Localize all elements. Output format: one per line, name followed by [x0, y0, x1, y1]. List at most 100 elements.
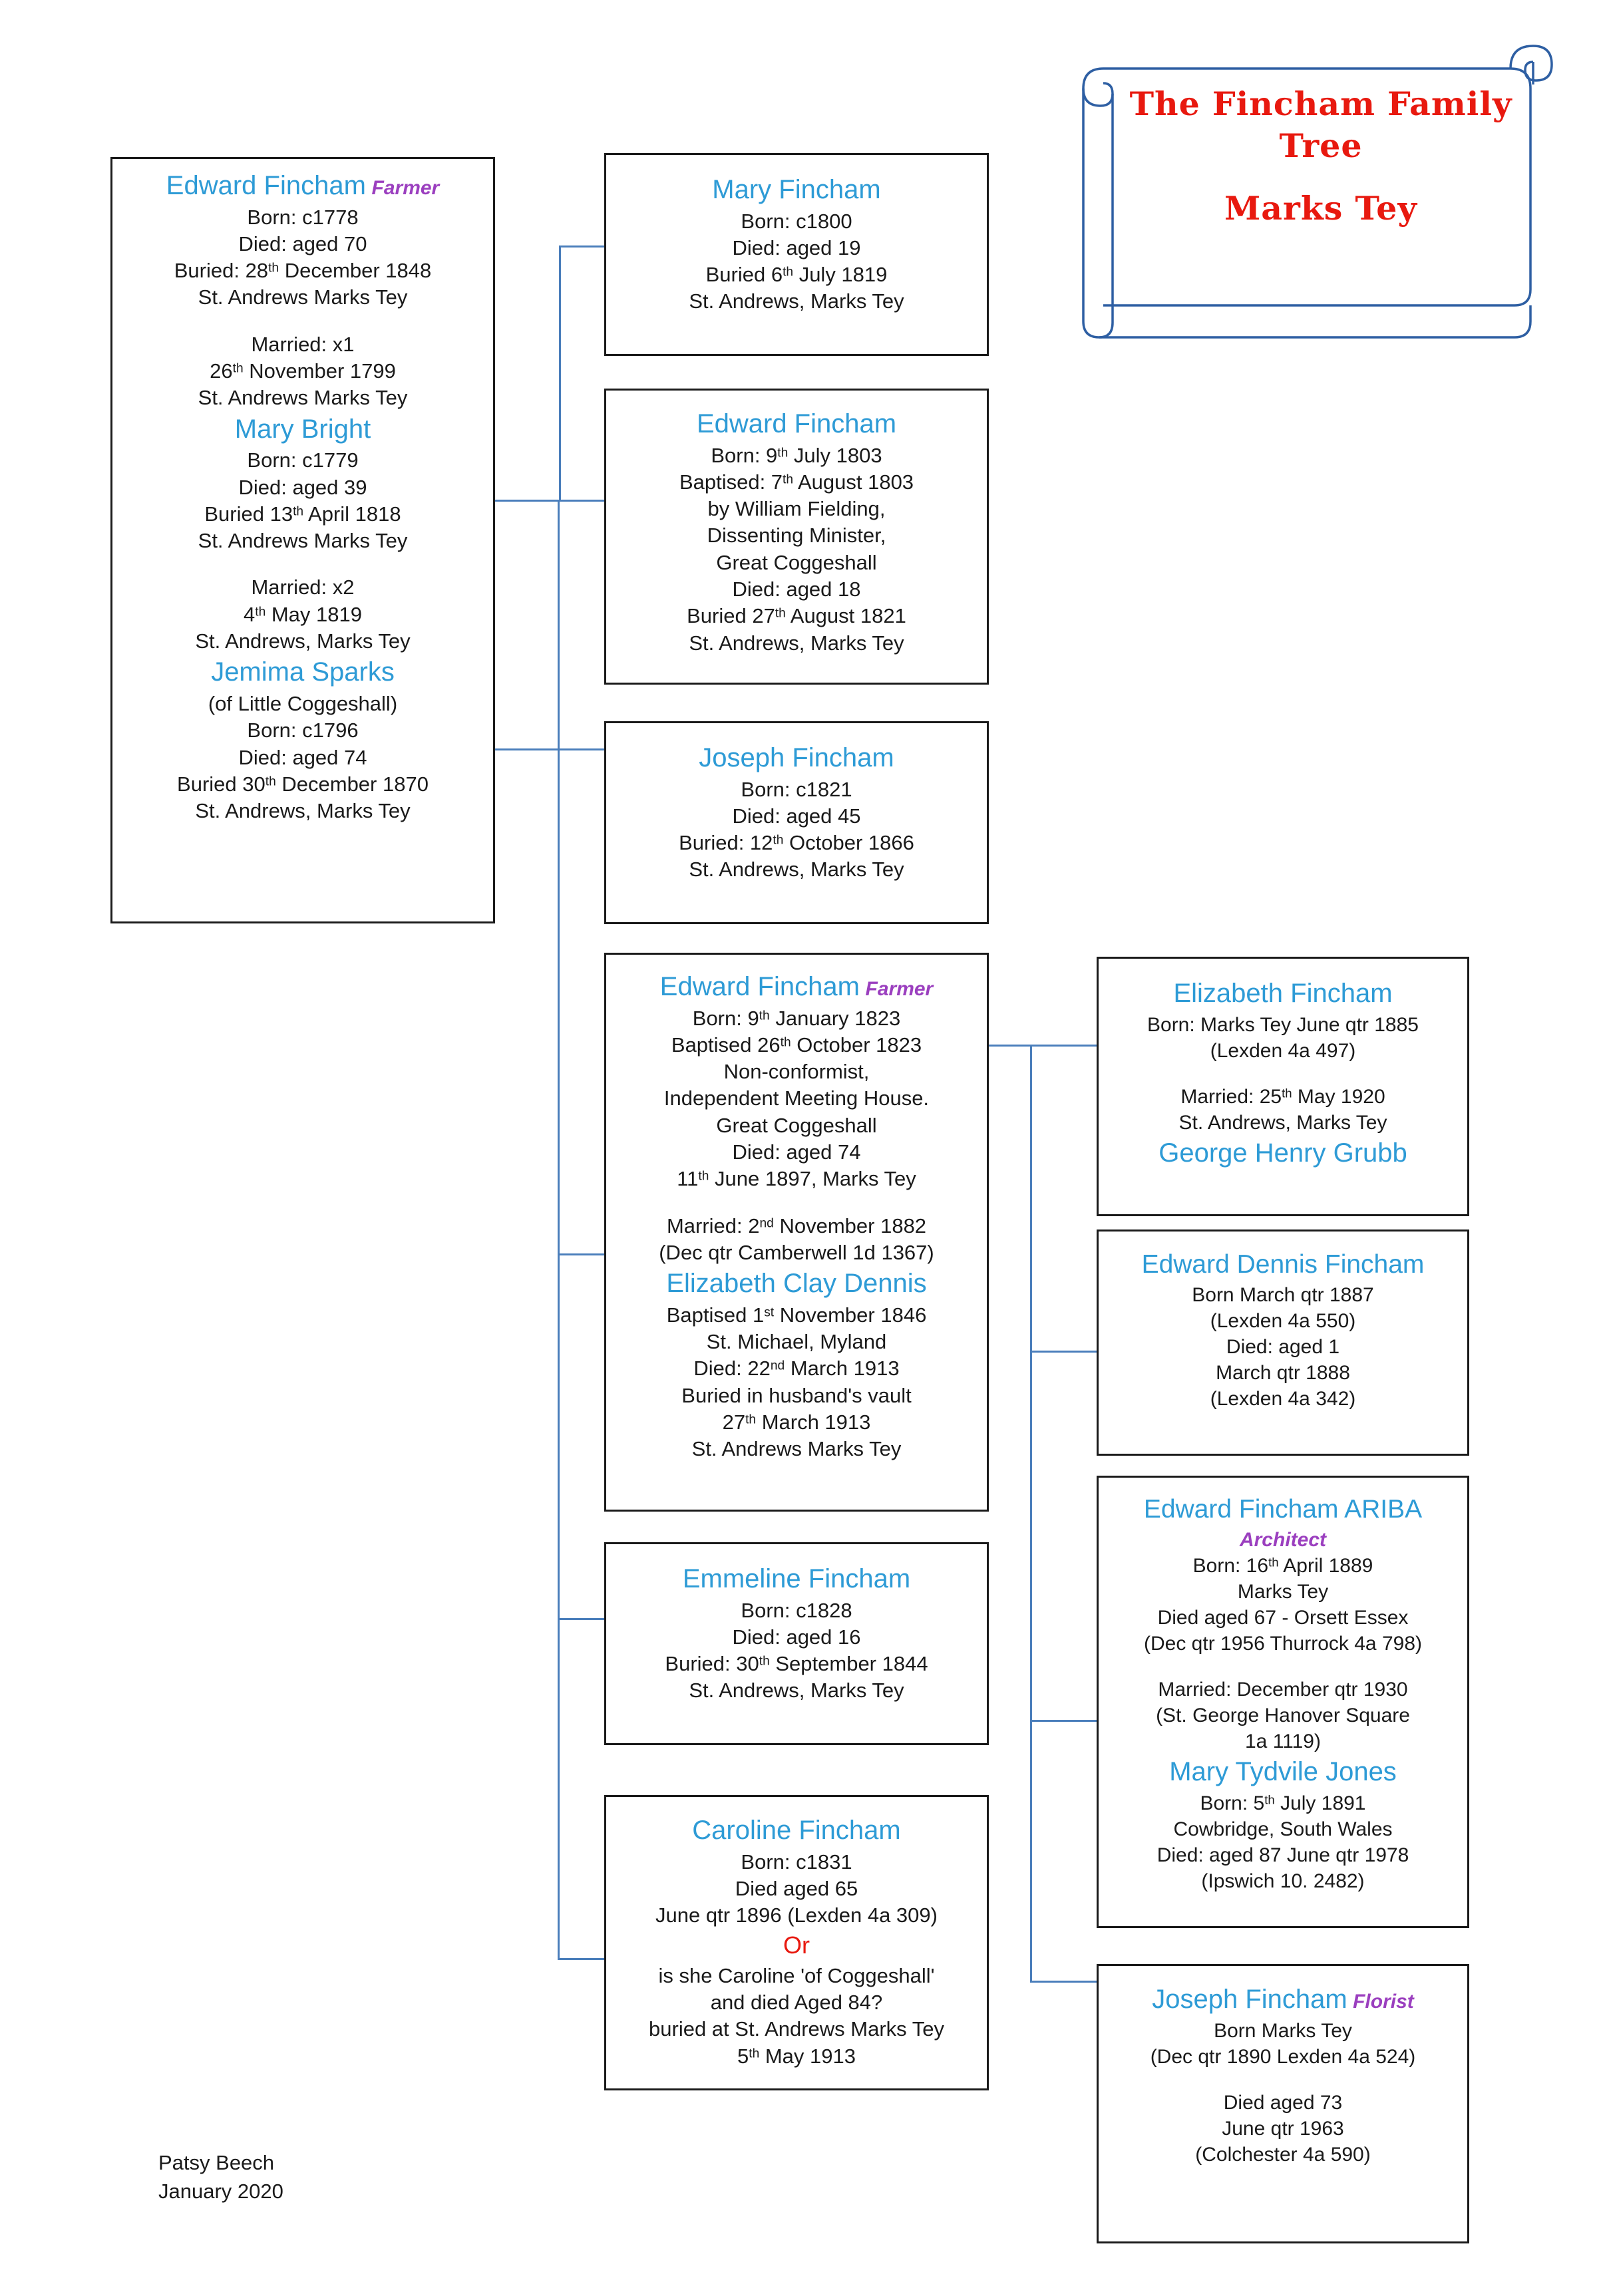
person-box-caroline-fincham-1831[interactable]: Caroline Fincham Born: c1831 Died aged 6…: [604, 1795, 989, 2090]
person-name: Joseph Fincham: [1152, 1985, 1347, 2014]
connector-children-spine: [558, 748, 560, 1959]
detail-line: Born: c1831: [741, 1850, 852, 1874]
detail-line: Died: aged 74: [238, 745, 367, 769]
person-occupation: Florist: [1353, 1991, 1414, 2013]
detail-line: 5th May 1913: [737, 2044, 856, 2068]
person-box-edward-fincham-1823[interactable]: Edward Fincham Farmer Born: 9th January …: [604, 953, 989, 1512]
detail-line: (Lexden 4a 550): [1210, 1310, 1356, 1333]
detail-line: Cowbridge, South Wales: [1173, 1818, 1393, 1840]
detail-line: Died: aged 70: [238, 232, 367, 255]
connector-gen1-spine-lower: [494, 748, 612, 750]
alternative-label: Or: [783, 1931, 810, 1959]
detail-line: Born: Marks Tey June qtr 1885: [1147, 1013, 1419, 1036]
line-gap: [123, 311, 482, 331]
person-box-elizabeth-fincham-1885[interactable]: Elizabeth Fincham Born: Marks Tey June q…: [1097, 957, 1469, 1216]
connector-gen1-spine: [558, 500, 560, 750]
detail-line: (Dec qtr 1890 Lexden 4a 524): [1150, 2045, 1416, 2068]
connector-to-joseph-1890: [1030, 1981, 1098, 1983]
detail-line: Buried in husband's vault: [681, 1383, 912, 1407]
detail-line: Great Coggeshall: [716, 1113, 877, 1137]
detail-line: (Colchester 4a 590): [1195, 2143, 1371, 2166]
detail-line: Great Coggeshall: [716, 550, 877, 574]
detail-line: Born Marks Tey: [1214, 2019, 1352, 2042]
detail-line: Died aged 73: [1223, 2091, 1343, 2114]
person-box-edward-fincham-1778[interactable]: Edward Fincham Farmer Born: c1778 Died: …: [110, 157, 495, 923]
detail-line: Born: c1779: [247, 448, 359, 472]
detail-line: (Lexden 4a 342): [1210, 1388, 1356, 1410]
marriage-label: Married: 2nd November 1882: [666, 1214, 927, 1237]
detail-line: Born: 9th January 1823: [692, 1006, 901, 1030]
detail-line: Baptised 26th October 1823: [671, 1033, 922, 1057]
spouse-name: Jemima Sparks: [211, 657, 395, 687]
detail-line: June qtr 1896 (Lexden 4a 309): [655, 1903, 938, 1927]
person-name: Edward Fincham: [696, 409, 897, 438]
detail-line: Buried 30th December 1870: [177, 772, 429, 796]
detail-line: Died: aged 16: [732, 1625, 861, 1649]
detail-line: Born: c1778: [247, 205, 359, 229]
author-credit: Patsy Beech January 2020: [158, 2149, 283, 2206]
connector-gen1-spine-top: [494, 500, 612, 502]
detail-line: Buried 27th August 1821: [687, 604, 906, 628]
person-box-joseph-fincham-1821[interactable]: Joseph Fincham Born: c1821 Died: aged 45…: [604, 721, 989, 924]
person-name: Edward Fincham: [659, 972, 860, 1001]
detail-line: Died: aged 45: [732, 804, 861, 828]
detail-line: St. Andrews, Marks Tey: [195, 799, 411, 823]
title-line-2: Tree: [1279, 126, 1363, 165]
detail-line: by William Fielding,: [707, 497, 886, 521]
detail-line: Born: c1828: [741, 1598, 852, 1622]
detail-line: (of Little Coggeshall): [208, 691, 398, 715]
detail-line: Baptised: 7th August 1803: [679, 470, 914, 494]
spouse-name: Mary Tydvile Jones: [1169, 1757, 1397, 1787]
title-line-1: The Fincham Family: [1129, 84, 1512, 123]
connector-to-emmeline: [558, 1618, 612, 1620]
detail-line: Died: aged 74: [732, 1140, 861, 1164]
detail-line: Baptised 1st November 1846: [666, 1303, 927, 1327]
page-title: The Fincham Family Tree Marks Tey: [1108, 83, 1534, 230]
detail-line: Marks Tey: [1237, 1581, 1329, 1603]
detail-line: Buried 6th July 1819: [705, 263, 888, 287]
detail-line: Born: c1796: [247, 719, 359, 742]
marriage-place: St. Andrews, Marks Tey: [195, 629, 411, 653]
detail-line: St. Andrews Marks Tey: [691, 1437, 902, 1461]
detail-line: Died: aged 39: [238, 475, 367, 499]
title-line-3: Marks Tey: [1224, 189, 1417, 228]
detail-line: Born March qtr 1887: [1192, 1284, 1374, 1307]
person-box-mary-fincham-1800[interactable]: Mary Fincham Born: c1800 Died: aged 19 B…: [604, 153, 989, 356]
detail-line: Died: 22nd March 1913: [693, 1357, 900, 1381]
person-box-edward-fincham-ariba-1889[interactable]: Edward Fincham ARIBA Architect Born: 16t…: [1097, 1476, 1469, 1928]
connector-gen1-vertical-a: [559, 246, 561, 502]
connector-to-caroline: [558, 1958, 612, 1960]
detail-line: Buried: 30th September 1844: [665, 1652, 928, 1676]
marriage-label: Married: 25th May 1920: [1180, 1085, 1385, 1108]
person-name: Emmeline Fincham: [682, 1564, 911, 1593]
person-box-edward-dennis-fincham-1887[interactable]: Edward Dennis Fincham Born March qtr 188…: [1097, 1230, 1469, 1456]
detail-line: St. Andrews Marks Tey: [198, 285, 408, 309]
marriage-date: 4th May 1819: [243, 602, 363, 626]
title-scroll-banner: [1071, 37, 1557, 339]
marriage-reference: (Dec qtr Camberwell 1d 1367): [659, 1240, 934, 1264]
person-box-joseph-fincham-1890[interactable]: Joseph Fincham Florist Born Marks Tey (D…: [1097, 1964, 1469, 2243]
line-gap: [1109, 1064, 1457, 1084]
detail-line: Buried: 12th October 1866: [679, 831, 914, 855]
spouse-name: Mary Bright: [234, 414, 371, 444]
detail-line: Died: aged 87 June qtr 1978: [1156, 1844, 1409, 1866]
connector-to-elizabeth-1885: [1030, 1045, 1098, 1047]
person-box-edward-fincham-1803[interactable]: Edward Fincham Born: 9th July 1803 Bapti…: [604, 389, 989, 685]
detail-line: (Lexden 4a 497): [1210, 1039, 1356, 1062]
marriage-place: St. Andrews, Marks Tey: [1178, 1111, 1387, 1134]
detail-line: Dissenting Minister,: [707, 524, 886, 548]
detail-line: 11th June 1897, Marks Tey: [677, 1167, 916, 1191]
person-name: Edward Dennis Fincham: [1141, 1250, 1425, 1279]
person-occupation: Farmer: [865, 978, 934, 1000]
connector-to-edward-ariba: [1030, 1720, 1098, 1722]
credit-author: Patsy Beech: [158, 2151, 275, 2174]
detail-line: March qtr 1888: [1216, 1362, 1350, 1385]
person-box-emmeline-fincham-1828[interactable]: Emmeline Fincham Born: c1828 Died: aged …: [604, 1542, 989, 1745]
detail-line: Born: c1800: [741, 209, 852, 233]
detail-line: Born: 9th July 1803: [711, 443, 882, 467]
connector-to-edward-dennis: [1030, 1351, 1098, 1353]
marriage-label: Married: x2: [251, 575, 355, 599]
connector-gen1-to-mary: [559, 246, 612, 247]
detail-line: St. Andrews, Marks Tey: [689, 858, 904, 882]
